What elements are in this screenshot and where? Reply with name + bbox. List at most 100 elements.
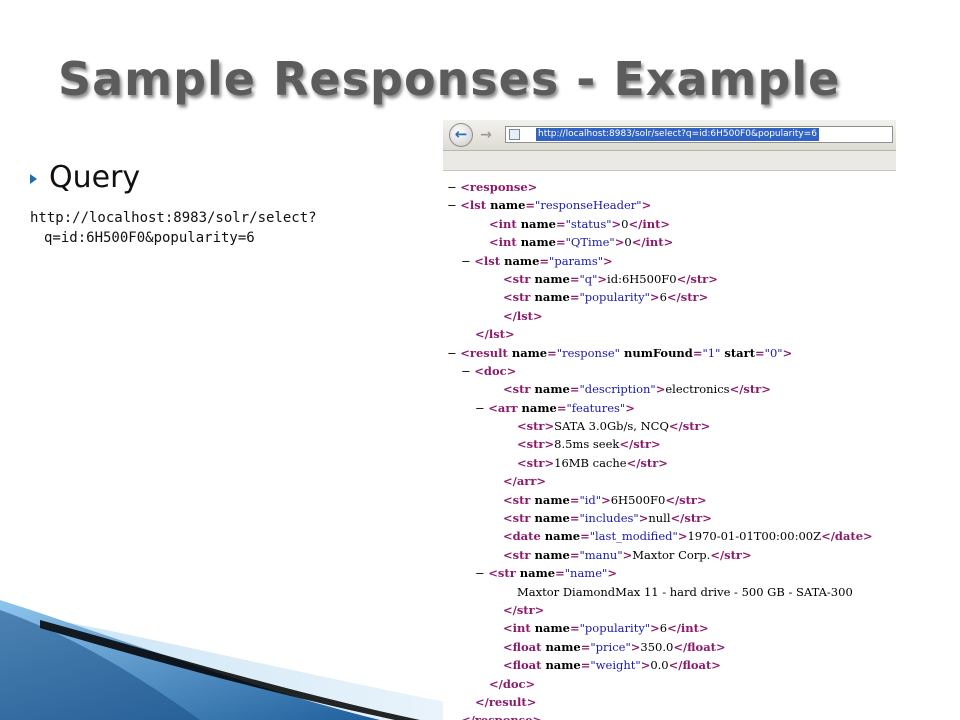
xml-line: <date name="last_modified">1970-01-01T00… <box>443 527 896 545</box>
xml-line: <int name="status">0</int> <box>443 215 896 233</box>
xml-line: − <result name="response" numFound="1" s… <box>443 344 896 362</box>
xml-token: name <box>534 547 570 562</box>
xml-token: > <box>677 529 688 544</box>
address-bar[interactable]: http://localhost:8983/solr/select?q=id:6… <box>505 126 893 143</box>
xml-token: <str <box>503 492 535 507</box>
xml-token: name <box>490 198 526 213</box>
browser-toolbar: ← → http://localhost:8983/solr/select?q=… <box>443 120 896 151</box>
xml-token: </float> <box>673 639 726 654</box>
xml-token: "weight" <box>590 658 641 673</box>
xml-token: > <box>641 198 652 213</box>
browser-screenshot: ← → http://localhost:8983/solr/select?q=… <box>443 120 896 720</box>
xml-line: <str name="id">6H500F0</str> <box>443 491 896 509</box>
xml-token: "popularity" <box>579 290 650 305</box>
xml-token: "id" <box>579 492 602 507</box>
xml-line: </str> <box>443 601 896 619</box>
xml-token: name <box>511 345 548 360</box>
xml-token: <str <box>503 547 535 562</box>
address-text[interactable]: http://localhost:8983/solr/select?q=id:6… <box>536 128 819 141</box>
collapse-toggle[interactable]: − <box>461 253 475 268</box>
xml-token: 0 <box>621 216 629 231</box>
xml-token: </int> <box>631 235 674 250</box>
page-favicon-icon <box>509 129 520 140</box>
xml-token: > <box>601 492 611 507</box>
xml-token: </date> <box>821 529 873 544</box>
collapse-toggle[interactable]: − <box>447 345 461 360</box>
xml-token: = <box>569 492 580 507</box>
xml-token: "0" <box>764 345 783 360</box>
xml-token: "includes" <box>579 511 639 526</box>
xml-token: </result> <box>475 694 537 709</box>
xml-token: </response> <box>461 713 542 720</box>
collapse-toggle[interactable]: − <box>461 363 475 378</box>
xml-token: SATA 3.0Gb/s, NCQ <box>554 419 669 434</box>
xml-token: </arr> <box>503 474 547 489</box>
xml-token: "QTime" <box>565 235 615 250</box>
xml-line: <str>16MB cache</str> <box>443 454 896 472</box>
collapse-toggle[interactable]: − <box>447 198 461 213</box>
xml-token: "popularity" <box>579 621 651 636</box>
xml-token: = <box>555 566 565 581</box>
xml-token: "1" <box>702 345 721 360</box>
xml-token: > <box>611 216 622 231</box>
xml-token: <int <box>503 621 535 636</box>
query-url: http://localhost:8983/solr/select? q=id:… <box>30 208 360 248</box>
collapse-toggle[interactable]: − <box>475 566 489 581</box>
xml-token: <str> <box>517 455 555 470</box>
xml-token: </str> <box>665 492 707 507</box>
xml-token: = <box>580 529 590 544</box>
xml-line: </doc> <box>443 675 896 693</box>
xml-token: 1970-01-01T00:00:00Z <box>687 529 822 544</box>
xml-token: "name" <box>564 566 608 581</box>
xml-token: > <box>625 400 635 415</box>
xml-token: Maxtor DiamondMax 11 - hard drive - 500 … <box>517 584 853 599</box>
xml-token: </float> <box>668 658 721 673</box>
xml-line: </result> <box>443 693 896 711</box>
xml-line: − <response> <box>443 178 896 196</box>
xml-line: − <lst name="params"> <box>443 252 896 270</box>
xml-line: <int name="QTime">0</int> <box>443 233 896 251</box>
xml-token: > <box>640 658 651 673</box>
xml-token: 0 <box>624 235 632 250</box>
xml-token: 6H500F0 <box>610 492 666 507</box>
xml-line: <float name="price">350.0</float> <box>443 638 896 656</box>
xml-token: = <box>569 271 580 286</box>
xml-token: "last_modified" <box>589 529 678 544</box>
xml-token: name <box>545 658 581 673</box>
xml-token: = <box>569 382 580 397</box>
xml-token: name <box>519 566 556 581</box>
xml-token: "q" <box>579 271 598 286</box>
xml-token: = <box>539 253 550 268</box>
xml-token: "params" <box>549 253 604 268</box>
back-arrow-icon[interactable]: ← <box>449 123 473 147</box>
xml-token: > <box>650 621 660 636</box>
xml-token: <int <box>489 216 521 231</box>
xml-token: > <box>607 566 617 581</box>
xml-token: "description" <box>579 382 656 397</box>
xml-token: > <box>622 547 633 562</box>
collapse-toggle[interactable]: − <box>447 180 461 194</box>
xml-line: − <doc> <box>443 362 896 380</box>
xml-token: <float <box>503 639 546 654</box>
xml-token: "features" <box>566 400 626 415</box>
xml-token: = <box>556 235 566 250</box>
xml-token: name <box>534 382 570 397</box>
xml-token: </str> <box>729 382 771 397</box>
decorative-swoosh <box>0 600 460 720</box>
xml-token: <lst <box>460 198 491 213</box>
xml-token: <str> <box>517 437 555 452</box>
xml-line: − <arr name="features"> <box>443 399 896 417</box>
xml-token: <str <box>503 271 535 286</box>
xml-token: "responseHeader" <box>535 198 642 213</box>
collapse-toggle[interactable]: − <box>475 400 489 415</box>
xml-token: "status" <box>565 216 612 231</box>
xml-token: 8.5ms seek <box>554 437 620 452</box>
xml-token: </lst> <box>475 327 515 342</box>
triangle-bullet-icon <box>30 173 37 184</box>
forward-arrow-icon[interactable]: → <box>480 127 492 143</box>
xml-token: = <box>755 345 765 360</box>
xml-token: 16MB cache <box>554 455 627 470</box>
xml-token: </int> <box>628 216 671 231</box>
xml-token: name <box>534 511 570 526</box>
slide-title: Sample Responses - Example <box>58 52 841 106</box>
